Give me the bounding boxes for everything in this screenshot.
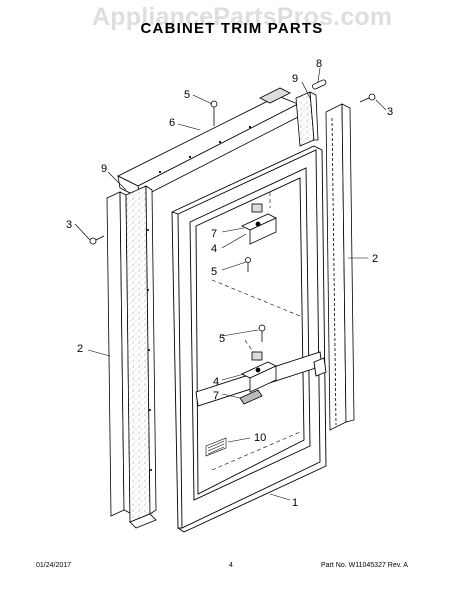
callout-5-lower: 5 bbox=[219, 333, 225, 345]
callout-5-topbar: 5 bbox=[184, 89, 190, 101]
page-title: CABINET TRIM PARTS bbox=[140, 20, 324, 37]
callout-3-right: 3 bbox=[387, 106, 393, 118]
callout-4-top: 4 bbox=[211, 243, 217, 255]
callout-9-left: 9 bbox=[101, 163, 107, 175]
right-foam-strip bbox=[295, 91, 319, 147]
lower-screw bbox=[258, 324, 266, 342]
footer-part-number: Part No. W11045327 Rev. A bbox=[321, 562, 408, 569]
callout-9-right: 9 bbox=[292, 73, 298, 85]
rating-label bbox=[205, 437, 227, 457]
leader-lines bbox=[74, 67, 387, 501]
right-trim-strip bbox=[325, 103, 355, 431]
upper-screw bbox=[245, 257, 251, 272]
footer-page-number: 4 bbox=[229, 562, 233, 569]
callout-6: 6 bbox=[169, 117, 175, 129]
callout-10: 10 bbox=[254, 432, 266, 444]
top-trim-holes bbox=[158, 125, 252, 174]
left-foam-holes bbox=[147, 229, 152, 471]
left-trim-strip bbox=[106, 191, 131, 517]
callout-3-left: 3 bbox=[66, 219, 72, 231]
callout-7-top: 7 bbox=[211, 228, 217, 240]
watermark: AppliancePartsPros.com bbox=[92, 3, 393, 31]
callout-1: 1 bbox=[292, 497, 298, 509]
left-foam-strip bbox=[125, 185, 157, 529]
pin bbox=[312, 79, 327, 90]
upper-bracket bbox=[241, 203, 277, 245]
top-trim-bar bbox=[117, 87, 301, 199]
left-side-screw bbox=[89, 235, 105, 245]
main-trim-frame bbox=[171, 145, 327, 533]
callout-2-right: 2 bbox=[372, 253, 378, 265]
callout-7-bottom: 7 bbox=[213, 390, 219, 402]
callout-4-bottom: 4 bbox=[213, 376, 219, 388]
lower-bracket bbox=[239, 351, 277, 405]
footer-date: 01/24/2017 bbox=[36, 562, 72, 569]
callout-2-left: 2 bbox=[77, 343, 83, 355]
callout-8: 8 bbox=[316, 58, 322, 70]
topbar-screw bbox=[210, 100, 218, 126]
callout-5-mid: 5 bbox=[211, 266, 217, 278]
right-side-screw bbox=[359, 93, 376, 103]
